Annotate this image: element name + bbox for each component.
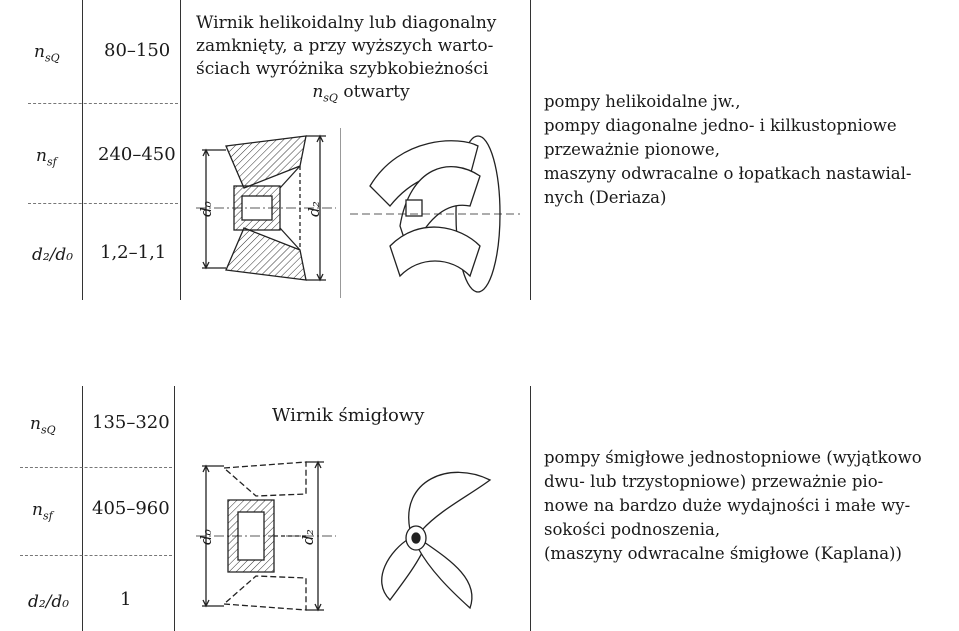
helical-impeller-section-drawing [196, 134, 336, 282]
column-rule [82, 0, 83, 300]
application-description: pompy śmigłowe jednostopniowe (wyjątkowo… [544, 448, 922, 563]
param-value: 135–320 [92, 412, 170, 433]
column-rule [82, 386, 83, 631]
param-value: 1 [120, 589, 132, 610]
row-separator [28, 203, 178, 204]
column-rule [174, 386, 175, 631]
param-symbol: nsQ [34, 42, 60, 65]
column-rule [530, 386, 531, 631]
dimension-label-d0: d₀ [196, 529, 215, 545]
row-separator [28, 103, 178, 104]
impeller-caption: Wirnik śmigłowy [272, 405, 425, 426]
param-symbol: nsf [36, 146, 57, 169]
helical-impeller-perspective-drawing [350, 135, 520, 293]
row-separator [20, 555, 172, 556]
param-value: 80–150 [104, 40, 171, 61]
row-separator [20, 467, 172, 468]
param-value: 1,2–1,1 [100, 242, 167, 263]
column-rule [180, 0, 181, 300]
column-rule [530, 0, 531, 300]
application-description: pompy helikoidalne jw., pompy diagonalne… [544, 92, 912, 207]
dimension-label-d2: d₂ [298, 529, 317, 545]
dimension-label-d0: d₀ [196, 201, 215, 217]
impeller-caption: Wirnik helikoidalny lub diagonalny zamkn… [196, 13, 497, 105]
param-value: 405–960 [92, 498, 170, 519]
param-symbol: nsQ [30, 414, 56, 437]
param-value: 240–450 [98, 144, 176, 165]
drawing-divider [340, 128, 341, 298]
param-symbol: d₂/d₀ [28, 592, 70, 612]
propeller-impeller-section-drawing [196, 460, 336, 612]
param-symbol: nsf [32, 500, 53, 523]
param-symbol: d₂/d₀ [32, 245, 74, 265]
propeller-impeller-perspective-drawing [381, 471, 492, 610]
dimension-label-d2: d₂ [304, 201, 323, 217]
